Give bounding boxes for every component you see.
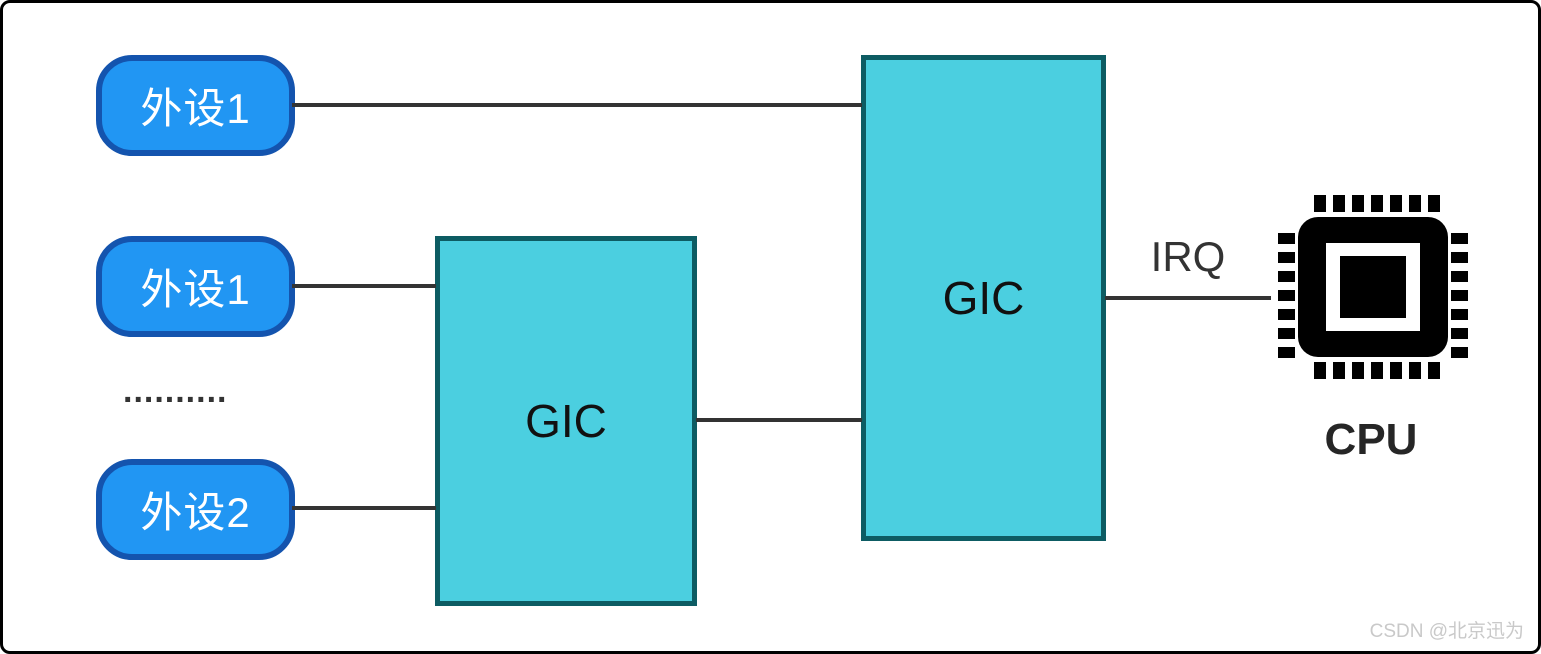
- irq-label: IRQ: [1150, 233, 1226, 280]
- connector-peripheral3-to-gic-secondary: [292, 506, 436, 510]
- connector-irq-to-cpu: [1105, 296, 1271, 300]
- watermark-text: CSDN @北京迅为: [1369, 621, 1524, 642]
- connector-peripheral2-to-gic-secondary: [292, 284, 436, 288]
- connector-peripheral1-to-gic-primary: [292, 103, 862, 107]
- peripheral-node-3-label: 外设2: [140, 489, 251, 536]
- cpu-chip-icon: [1270, 191, 1476, 383]
- ellipsis-dots: ..........: [123, 372, 228, 410]
- cpu-label: CPU: [1324, 415, 1418, 464]
- peripheral-node-1-label: 外设1: [140, 85, 251, 132]
- peripheral-node-2: 外设1: [96, 236, 295, 337]
- gic-box-secondary: GIC: [435, 236, 697, 606]
- peripheral-node-2-label: 外设1: [140, 266, 251, 313]
- peripheral-node-1: 外设1: [96, 55, 295, 156]
- gic-box-primary-label: GIC: [942, 272, 1025, 324]
- peripheral-node-3: 外设2: [96, 459, 295, 560]
- gic-box-primary: GIC: [861, 55, 1106, 541]
- connector-gic-secondary-to-gic-primary: [696, 418, 862, 422]
- gic-box-secondary-label: GIC: [525, 395, 607, 447]
